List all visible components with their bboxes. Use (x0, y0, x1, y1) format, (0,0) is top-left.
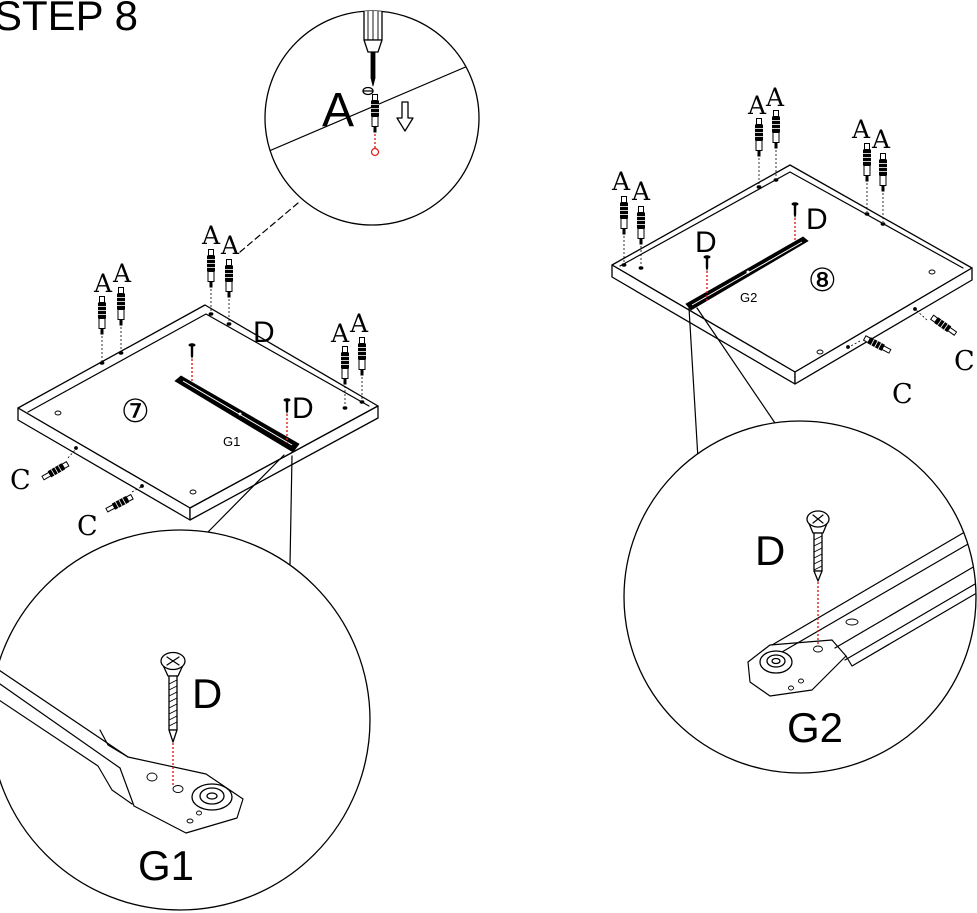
detail-top-leader (239, 202, 299, 253)
label-a: A (330, 319, 350, 348)
detail-dowel-insert: A (264, 10, 480, 226)
label-a: A (765, 83, 785, 112)
cam-bolt-icon (929, 313, 958, 337)
dowel-icon (754, 118, 764, 157)
detail-g2-label-g2: G2 (787, 704, 843, 751)
dowel-hole (359, 400, 365, 404)
dowel-icon (357, 337, 367, 376)
dowel-hole (864, 212, 870, 216)
dowel-icon (206, 249, 216, 288)
dowel-icon (862, 143, 872, 182)
rail-g1 (174, 375, 300, 453)
label-d: D (253, 316, 275, 349)
panel-8-number: ⑧ (808, 261, 837, 299)
detail-g2-circle (623, 420, 977, 774)
detail-g2: D G2 (623, 420, 977, 774)
label-c: C (892, 379, 913, 410)
detail-g2-label-d: D (755, 527, 785, 574)
panel-7: A A A A A A D D ⑦ G1 C C (10, 221, 379, 542)
label-c: C (10, 465, 31, 496)
detail-g2-leader (688, 307, 699, 460)
dowel-hole (880, 222, 886, 226)
dowel-icon (878, 153, 888, 192)
cam-bolt-icon (104, 493, 135, 514)
dowel-icon (619, 196, 629, 235)
detail-top-content: A (265, 11, 479, 157)
label-a: A (631, 177, 651, 206)
detail-top-label-a: A (322, 84, 354, 137)
dowel-hole (226, 322, 232, 326)
screwdriver-icon (363, 11, 383, 87)
panel-7-edge-band (27, 313, 370, 413)
panel-7-hole (189, 489, 197, 495)
step-title: STEP 8 (0, 0, 138, 39)
label-c: C (954, 346, 975, 377)
detail-g2-leader (696, 307, 776, 424)
detail-g1-label-d: D (192, 670, 222, 717)
cam-guide-line (915, 309, 928, 321)
cam-bolt-icon (40, 460, 70, 482)
dowel-icon (116, 287, 126, 326)
dowel-hole (621, 263, 627, 267)
panel-7-edge-hole (140, 484, 144, 488)
dowel-icon (771, 110, 781, 149)
detail-g2-content: D G2 (747, 510, 976, 751)
detail-g1-circle (0, 529, 371, 911)
label-g2: G2 (740, 290, 757, 305)
panel-8-edge-band (619, 171, 964, 269)
panel-7-hole (54, 410, 62, 416)
label-g1: G1 (223, 434, 240, 449)
label-a: A (349, 309, 369, 338)
dowel-hole (342, 406, 348, 410)
dowel-icon (97, 296, 107, 335)
label-c: C (77, 511, 98, 542)
cam-guide-line (131, 486, 142, 493)
dowel-icon (636, 206, 646, 245)
panel-8: A A A A A A D D ⑧ G2 C C (611, 83, 975, 410)
label-d: D (695, 226, 717, 259)
detail-g1-leader (207, 454, 285, 533)
label-a: A (851, 115, 871, 144)
label-a: A (93, 269, 113, 298)
label-a: A (220, 231, 240, 260)
panel-7-number: ⑦ (121, 392, 150, 430)
dowel-icon (370, 94, 380, 133)
label-a: A (112, 259, 132, 288)
down-arrow-icon (396, 101, 414, 132)
dowel-hole (208, 312, 214, 316)
washer-icon (362, 86, 374, 96)
label-a: A (871, 125, 891, 154)
dowel-icon (224, 259, 234, 298)
screw-icon (806, 510, 830, 582)
label-d: D (806, 203, 828, 236)
panel-8-top-face (611, 164, 973, 373)
detail-g1: D G1 (0, 529, 371, 911)
label-a: A (747, 91, 767, 120)
panel-8-edge-hole (913, 307, 917, 311)
label-a: A (611, 167, 631, 196)
detail-g1-content: D G1 (0, 651, 244, 889)
dowel-hole (118, 351, 124, 355)
panel-7-side-edge (189, 405, 379, 521)
dowel-hole (638, 266, 644, 270)
panel-7-top-face (17, 304, 379, 509)
panel-7-edge-hole (74, 446, 78, 450)
dowel-hole (773, 178, 779, 182)
panel-8-side-edge (794, 267, 973, 385)
panel-8-hole (816, 349, 824, 355)
rail-g2-closeup (747, 525, 976, 697)
cam-bolt-icon (862, 334, 893, 355)
screw-icon (160, 651, 186, 743)
detail-top-target-hole (370, 147, 380, 157)
label-a: A (201, 221, 221, 250)
dowel-icon (340, 346, 350, 385)
detail-g1-label-g1: G1 (138, 842, 194, 889)
dowel-hole (99, 361, 105, 365)
label-d: D (292, 392, 314, 425)
panel-8-hole (928, 269, 936, 275)
rail-g1-closeup (0, 663, 244, 834)
detail-g1-leader (289, 455, 293, 566)
dowel-hole (756, 185, 762, 189)
